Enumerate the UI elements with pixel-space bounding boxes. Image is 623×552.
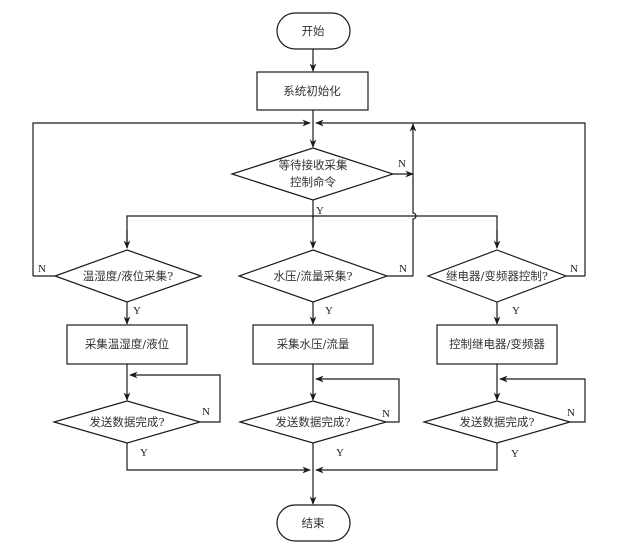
- branch-3-send-no-label: N: [567, 407, 575, 419]
- branch-1-decision-label: 温湿度/液位采集?: [83, 269, 174, 283]
- branch-1-to-end: [126, 443, 311, 474]
- branch-2-action-label: 采集水压/流量: [277, 337, 350, 351]
- loop-back-right: [315, 119, 586, 276]
- branch-1-send-label: 发送数据完成?: [89, 415, 164, 429]
- branch-2-decision-label: 水压/流量采集?: [273, 269, 352, 283]
- branch-1-no-label: N: [38, 263, 46, 275]
- branch-2-yes-label: Y: [325, 305, 333, 317]
- end-terminal: 结束: [276, 504, 351, 542]
- wait-yes-label: Y: [316, 205, 324, 217]
- branch-2: 水压/流量采集? N Y 采集水压/流量 发送数据完成? N Y: [237, 249, 413, 459]
- branch-3-decision-label: 继电器/变频器控制?: [446, 269, 548, 283]
- wait-label-line1: 等待接收采集: [279, 158, 348, 172]
- loop-back-middle: [409, 123, 417, 276]
- end-label: 结束: [302, 516, 325, 530]
- branch-1: 温湿度/液位采集? N Y 采集温湿度/液位 发送数据完成? N Y: [33, 249, 311, 474]
- branch-1-send-no-label: N: [202, 406, 210, 418]
- branch-3-to-end: [315, 443, 498, 474]
- branch-3-send-yes-label: Y: [511, 448, 519, 460]
- loop-back-left: [32, 119, 311, 276]
- init-label: 系统初始化: [283, 84, 341, 98]
- wait-no-label: N: [398, 158, 406, 170]
- branch-3-yes-label: Y: [512, 305, 520, 317]
- branch-2-action: [252, 324, 374, 365]
- branch-3-send-loop: [499, 375, 586, 423]
- branch-3-send-label: 发送数据完成?: [459, 415, 534, 429]
- init-process: 系统初始化: [256, 71, 369, 111]
- start-terminal: 开始: [276, 12, 351, 50]
- branch-distribution-line: [126, 215, 498, 248]
- start-label: 开始: [302, 24, 325, 38]
- branch-1-yes-label: Y: [133, 305, 141, 317]
- branch-2-no-label: N: [399, 263, 407, 275]
- branch-2-send-no-label: N: [382, 408, 390, 420]
- branch-2-send-loop: [315, 375, 400, 423]
- branch-3-action-label: 控制继电器/变频器: [449, 337, 545, 351]
- branch-3-no-label: N: [570, 263, 578, 275]
- wait-label-line2: 控制命令: [290, 175, 336, 189]
- branch-3-action: [436, 324, 558, 365]
- branch-1-action-label: 采集温湿度/液位: [85, 337, 169, 351]
- branch-2-send-yes-label: Y: [336, 447, 344, 459]
- branch-3: 继电器/变频器控制? N Y 控制继电器/变频器 发送数据完成? N Y: [315, 249, 586, 474]
- branch-1-send-loop: [129, 371, 221, 423]
- branch-1-send-yes-label: Y: [140, 447, 148, 459]
- wait-command-decision: 等待接收采集 控制命令: [230, 147, 395, 201]
- branch-2-send-label: 发送数据完成?: [275, 415, 350, 429]
